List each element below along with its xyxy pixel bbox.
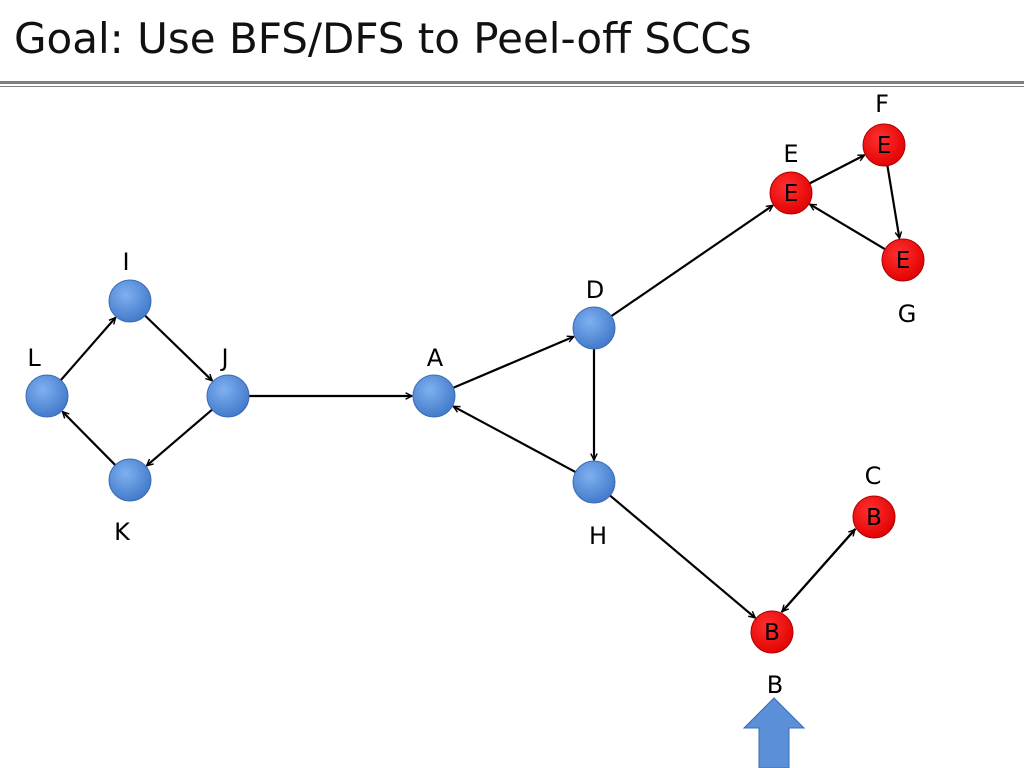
edges-layer — [59, 154, 900, 618]
slide-title: Goal: Use BFS/DFS to Peel-off SCCs — [14, 14, 752, 63]
title-divider — [0, 81, 1024, 84]
edge-g-e — [810, 203, 886, 251]
node-circle — [108, 458, 152, 502]
node-circle — [750, 610, 794, 654]
node-a: A — [412, 344, 456, 418]
node-j: J — [206, 344, 250, 418]
node-label: A — [427, 344, 444, 372]
node-label: E — [783, 140, 798, 168]
title-divider-thin — [0, 86, 1024, 87]
edge-l-i — [59, 318, 116, 381]
edge-j-k — [147, 408, 213, 466]
node-i: I — [108, 248, 152, 323]
node-inner-label: E — [896, 248, 911, 274]
node-circle — [769, 171, 813, 215]
node-circle — [25, 374, 69, 418]
node-label: F — [875, 90, 889, 118]
node-c: BC — [852, 462, 896, 539]
pointer-layer — [742, 697, 806, 768]
node-b: BB — [750, 610, 794, 699]
node-label: H — [589, 522, 607, 550]
edge-i-j — [144, 314, 212, 381]
node-inner-label: B — [764, 620, 780, 646]
node-label: G — [898, 300, 917, 328]
edge-a-d — [452, 337, 573, 389]
node-circle — [108, 279, 152, 323]
node-inner-label: E — [877, 133, 892, 159]
edge-h-a — [453, 405, 577, 474]
node-label: C — [865, 462, 882, 490]
node-label: K — [114, 518, 131, 546]
node-circle — [862, 123, 906, 167]
node-label: B — [767, 671, 783, 699]
node-circle — [412, 374, 456, 418]
edge-e-f — [809, 154, 865, 185]
node-k: K — [108, 458, 152, 546]
current-scc-pointer-arrow — [742, 697, 806, 768]
node-e: EE — [769, 140, 813, 215]
node-label: I — [122, 248, 129, 276]
node-circle — [852, 495, 896, 539]
node-label: D — [586, 276, 604, 304]
node-circle — [572, 460, 616, 504]
node-inner-label: E — [784, 181, 799, 207]
node-circle — [881, 238, 925, 282]
edge-d-e — [610, 205, 773, 318]
edge-k-l — [62, 412, 117, 466]
node-f: EF — [862, 90, 906, 167]
node-g: EG — [881, 238, 925, 328]
node-circle — [572, 306, 616, 350]
edge-f-g — [886, 165, 899, 239]
edge-c-b — [782, 527, 857, 612]
node-h: H — [572, 460, 616, 550]
node-l: L — [25, 344, 69, 418]
node-label: J — [219, 344, 228, 372]
node-d: D — [572, 276, 616, 350]
edge-h-b — [609, 494, 755, 618]
node-circle — [206, 374, 250, 418]
node-label: L — [27, 344, 41, 372]
node-inner-label: B — [866, 505, 882, 531]
